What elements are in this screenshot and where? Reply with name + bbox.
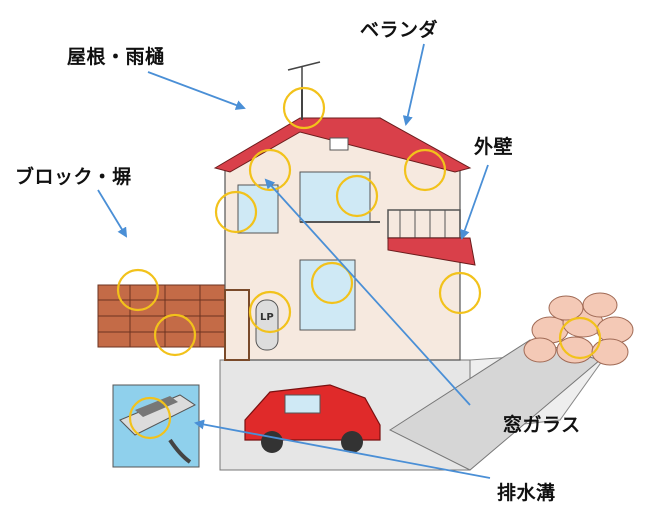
block-fence bbox=[97, 284, 231, 348]
veranda-label: ベランダ bbox=[360, 19, 439, 41]
block-fence-arrow bbox=[97, 189, 128, 238]
callout-arrows bbox=[97, 43, 491, 479]
house: LP bbox=[213, 61, 476, 361]
drain-grate-icon bbox=[135, 396, 178, 417]
svg-text:LP: LP bbox=[260, 312, 274, 323]
outer-wall-arrow bbox=[459, 164, 489, 240]
roof-gutter-label: 屋根・雨樋 bbox=[67, 46, 165, 68]
propane-tank-icon bbox=[255, 299, 279, 351]
drain-arrow bbox=[194, 419, 491, 479]
drain-inset bbox=[112, 384, 200, 468]
block-fence-label: ブロック・塀 bbox=[15, 166, 132, 188]
roof-arrow bbox=[147, 71, 246, 110]
drain-label: 排水溝 bbox=[497, 482, 556, 504]
window-glass-label: 窓ガラス bbox=[503, 414, 581, 436]
veranda-arrow bbox=[402, 43, 425, 126]
outer-wall-label: 外壁 bbox=[474, 136, 514, 158]
highlight-circles bbox=[116, 86, 602, 440]
stone-pile-icon bbox=[523, 292, 634, 366]
window-glass-arrow bbox=[264, 178, 471, 406]
